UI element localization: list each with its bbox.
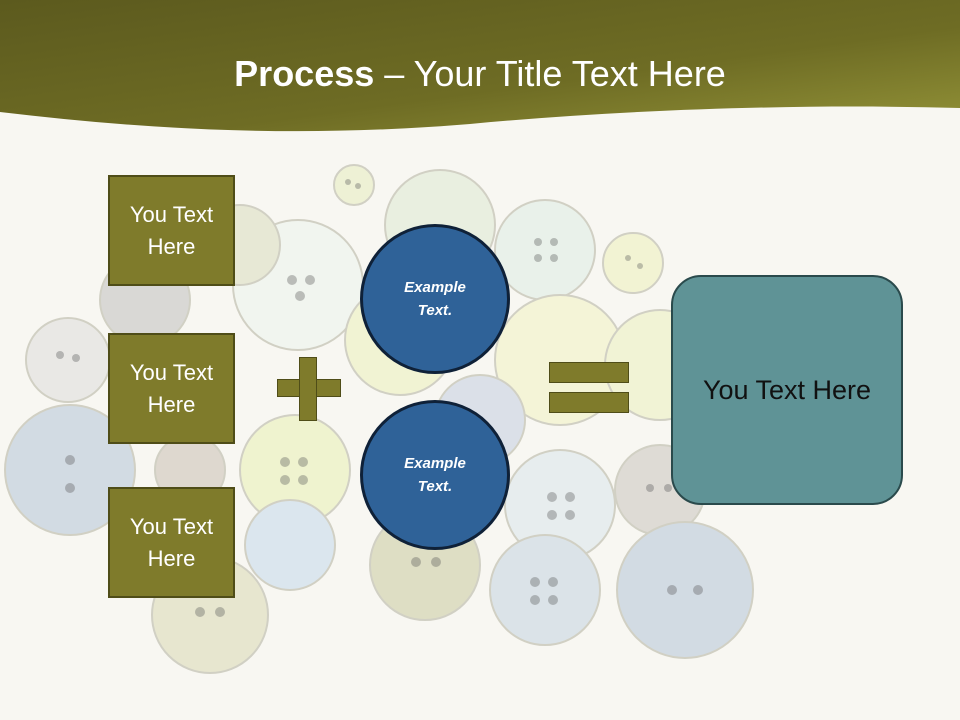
equals-top-bar	[549, 362, 629, 383]
example-circle-1-label: Example Text.	[404, 279, 466, 319]
text-box-3[interactable]: You Text Here	[108, 487, 235, 598]
equals-icon	[549, 362, 629, 414]
text-box-3-label: You Text Here	[129, 513, 214, 571]
text-box-1[interactable]: You Text Here	[108, 175, 235, 286]
example-circle-2-label: Example Text.	[404, 455, 466, 495]
plus-icon	[277, 357, 341, 421]
title-bold: Process	[234, 53, 375, 94]
equals-bottom-bar	[549, 392, 629, 413]
result-box-label: You Text Here	[702, 375, 872, 405]
title-banner	[0, 0, 960, 132]
title-rest: – Your Title Text Here	[374, 53, 726, 94]
example-circle-1[interactable]: Example Text.	[360, 224, 510, 374]
text-box-1-label: You Text Here	[129, 201, 214, 259]
page-title: Process – Your Title Text Here	[0, 50, 960, 98]
example-circle-2[interactable]: Example Text.	[360, 400, 510, 550]
result-box[interactable]: You Text Here	[671, 275, 903, 505]
text-box-2[interactable]: You Text Here	[108, 333, 235, 444]
plus-vertical-bar	[299, 357, 317, 421]
buttons-background-image	[4, 164, 754, 674]
text-box-2-label: You Text Here	[129, 359, 214, 417]
